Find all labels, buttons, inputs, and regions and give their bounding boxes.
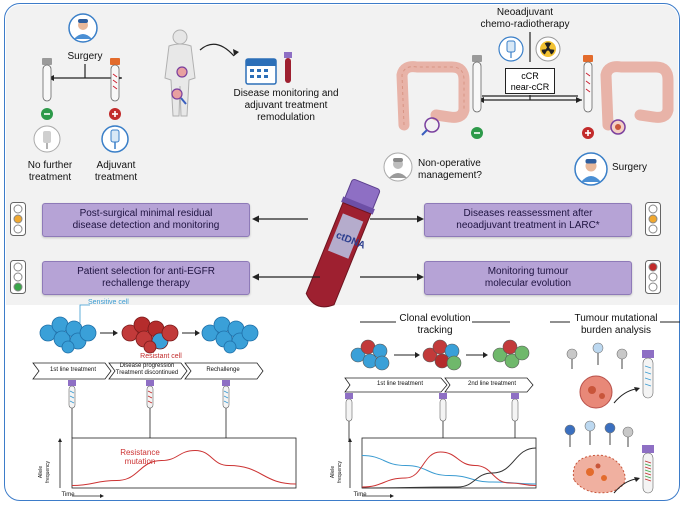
clonal-series-line-3 <box>361 447 537 489</box>
sensitive-cell-label: Sensitive cell <box>88 299 129 306</box>
minus-badge <box>41 108 53 120</box>
arrow-cells-1 <box>100 330 118 336</box>
resistant-cell-label: Resistant cell <box>140 353 182 360</box>
calendar-icon <box>245 58 277 85</box>
surgery-label-right: Surgery <box>612 162 648 173</box>
immune-cells-top <box>566 342 628 409</box>
resistance-chart <box>58 437 297 498</box>
treatment-timeline-mid <box>344 377 534 393</box>
sample-tubes-mid <box>345 393 519 441</box>
tmb-title-rule <box>550 321 680 323</box>
central-blood-tube: ctDNA <box>305 178 381 308</box>
human-body-icon <box>164 29 196 117</box>
blood-tube-small-icon <box>284 52 292 83</box>
colon-left-icon <box>396 61 470 136</box>
arrow-cells-2 <box>182 330 200 336</box>
clonal-series-line-2 <box>361 451 537 488</box>
mid-step-2nd-line: 2nd line treatment <box>467 381 517 387</box>
tube-empty-left <box>42 58 52 102</box>
iv-bag-icon <box>498 36 524 62</box>
sample-tubes-left <box>68 380 230 438</box>
mid-x-label: Time <box>353 492 367 498</box>
plus-badge-right <box>582 127 594 139</box>
traffic-light-mrd <box>10 202 26 236</box>
mid-step-1st-line: 1st line treatment <box>376 381 424 387</box>
ccr-branch-arrows <box>478 95 582 103</box>
sensitive-cell-cluster <box>39 316 97 354</box>
plus-badge <box>109 108 121 120</box>
immune-cells-bottom <box>564 420 634 494</box>
resistance-mutation-line <box>71 449 297 486</box>
radiation-icon <box>535 36 561 62</box>
adjuvant-treatment-icon <box>101 125 129 153</box>
sensitive-cell-pointer <box>79 304 90 323</box>
clonal-cell-clusters <box>350 339 530 371</box>
tube-positive-right <box>583 55 593 113</box>
traffic-light-reassess <box>645 202 661 236</box>
tmb-tube-bottom <box>642 445 654 494</box>
box-connector-arrows <box>252 215 424 281</box>
surgeon-icon <box>68 13 98 43</box>
resistant-cell-cluster <box>121 316 179 354</box>
non-operative-icon <box>383 152 413 182</box>
step-1st-line: 1st line treatment <box>49 367 97 373</box>
traffic-light-egfr <box>10 260 26 294</box>
mixed-cell-cluster <box>201 316 259 354</box>
tmb-tube-top <box>642 350 654 399</box>
tmb-arrow-top <box>613 387 640 404</box>
treatment-timeline-left <box>32 362 264 380</box>
left-x-label: Time <box>61 492 75 498</box>
minus-badge-right <box>471 127 483 139</box>
colon-right-icon <box>600 61 674 135</box>
surgery-label-left: Surgery <box>67 51 103 62</box>
clonal-chart <box>348 437 537 498</box>
surgeon-icon-right <box>574 152 608 186</box>
traffic-light-evolution <box>645 260 661 294</box>
step-rechallenge: Rechallenge <box>206 367 240 373</box>
clonal-title-rule <box>360 321 510 323</box>
curved-arrow-body-to-monitor <box>199 43 239 57</box>
tube-positive-left <box>110 58 120 102</box>
tube-empty-right <box>472 55 482 113</box>
tmb-arrow-bottom <box>613 477 640 494</box>
no-treatment-icon <box>33 125 61 153</box>
